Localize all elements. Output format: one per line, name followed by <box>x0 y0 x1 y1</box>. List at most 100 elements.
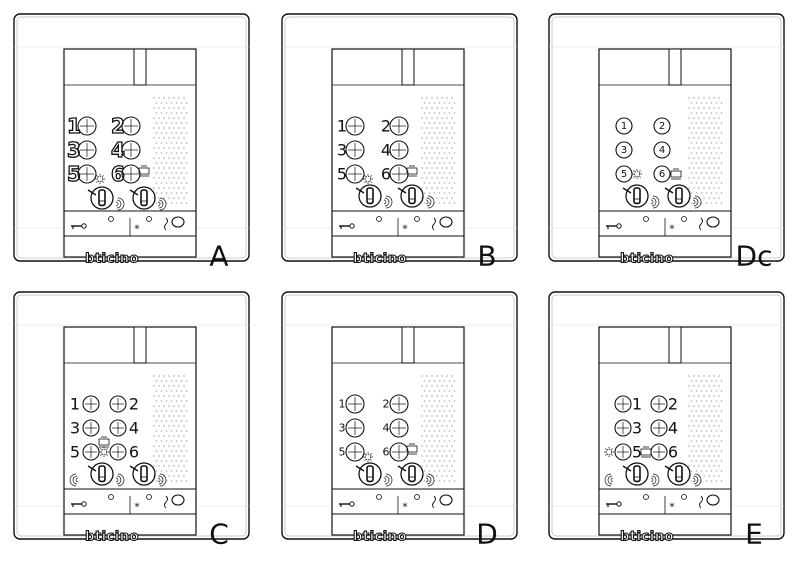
handset-icon <box>622 462 649 486</box>
plus-button <box>82 443 100 461</box>
led <box>681 216 687 222</box>
plus-button <box>650 419 668 437</box>
plus-button <box>389 116 409 136</box>
plus-button <box>614 443 632 461</box>
sound-icon <box>425 195 435 209</box>
panel-Dc: * bticino Dc 1 2 3 4 5 6 <box>548 13 785 273</box>
key-number: 6 <box>111 162 125 186</box>
handset-icon <box>129 186 156 210</box>
number-button: 2 <box>653 117 671 135</box>
star-icon: * <box>134 223 140 236</box>
key-number: 2 <box>129 395 139 414</box>
key-number: 3 <box>632 419 642 438</box>
plus-button <box>82 395 100 413</box>
star-icon: * <box>669 501 675 514</box>
key-number: 1 <box>337 117 347 136</box>
key-icon <box>606 223 622 229</box>
plus-button <box>650 443 668 461</box>
star-icon: * <box>669 223 675 236</box>
light-icon <box>632 169 642 179</box>
brand-logo: bticino <box>85 530 139 545</box>
plus-button <box>389 164 409 184</box>
key-icon <box>339 501 355 507</box>
brand-logo: bticino <box>353 530 407 545</box>
sound-icon <box>425 473 435 487</box>
led <box>681 494 687 500</box>
led <box>376 494 382 500</box>
brand-logo: bticino <box>620 252 674 267</box>
speech-bubble-icon <box>432 494 453 509</box>
led <box>643 216 649 222</box>
door-lock-icon <box>670 168 682 180</box>
button-number: 2 <box>659 121 665 132</box>
number-button: 3 <box>615 141 633 159</box>
light-icon <box>363 174 373 184</box>
star-icon: * <box>134 501 140 514</box>
key-number: 5 <box>337 165 347 184</box>
key-number: 3 <box>70 419 80 438</box>
key-number: 5 <box>632 443 642 462</box>
handset-icon <box>87 462 114 486</box>
key-number: 1 <box>67 114 81 138</box>
led <box>414 216 420 222</box>
door-lock-icon <box>406 165 418 177</box>
button-number: 6 <box>659 169 665 180</box>
star-icon: * <box>402 223 408 236</box>
sound-icon <box>692 195 702 209</box>
sound-icon <box>383 473 393 487</box>
plus-button <box>389 394 409 414</box>
number-button: 1 <box>615 117 633 135</box>
plus-button <box>109 419 127 437</box>
light-icon <box>604 447 614 457</box>
speech-bubble-icon <box>699 216 720 231</box>
key-number: 4 <box>381 141 391 160</box>
variant-label: Dc <box>736 240 773 273</box>
number-button: 4 <box>653 141 671 159</box>
key-number: 6 <box>381 165 391 184</box>
brand-logo: bticino <box>353 252 407 267</box>
led <box>108 494 114 500</box>
plus-button <box>650 395 668 413</box>
outer-frame-inner <box>551 16 782 259</box>
key-icon <box>606 501 622 507</box>
plus-button <box>109 395 127 413</box>
plus-button <box>345 164 365 184</box>
button-number: 4 <box>659 145 665 156</box>
variant-label: C <box>209 518 229 551</box>
handset-icon <box>355 184 382 208</box>
key-number: 5 <box>339 446 346 459</box>
handset-icon <box>87 186 114 210</box>
grille-pattern <box>688 375 723 482</box>
handset-icon <box>622 184 649 208</box>
key-icon <box>339 223 355 229</box>
grille-pattern <box>153 375 188 482</box>
led <box>146 494 152 500</box>
plus-button <box>121 164 141 184</box>
plus-button <box>121 140 141 160</box>
key-icon <box>71 223 87 229</box>
door-lock-icon <box>406 443 418 455</box>
handset-icon <box>129 462 156 486</box>
key-number: 4 <box>668 419 678 438</box>
sound-icon <box>692 473 702 487</box>
plus-button <box>77 164 97 184</box>
variant-label: A <box>209 240 228 273</box>
handset-icon <box>664 462 691 486</box>
outer-frame-inner <box>16 294 247 537</box>
button-number: 5 <box>621 169 627 180</box>
plus-button <box>389 442 409 462</box>
key-number: 6 <box>668 443 678 462</box>
star-icon: * <box>402 501 408 514</box>
key-number: 1 <box>70 395 80 414</box>
sound-icon <box>115 473 125 487</box>
key-number: 4 <box>129 419 139 438</box>
plus-button <box>345 140 365 160</box>
key-number: 5 <box>70 443 80 462</box>
